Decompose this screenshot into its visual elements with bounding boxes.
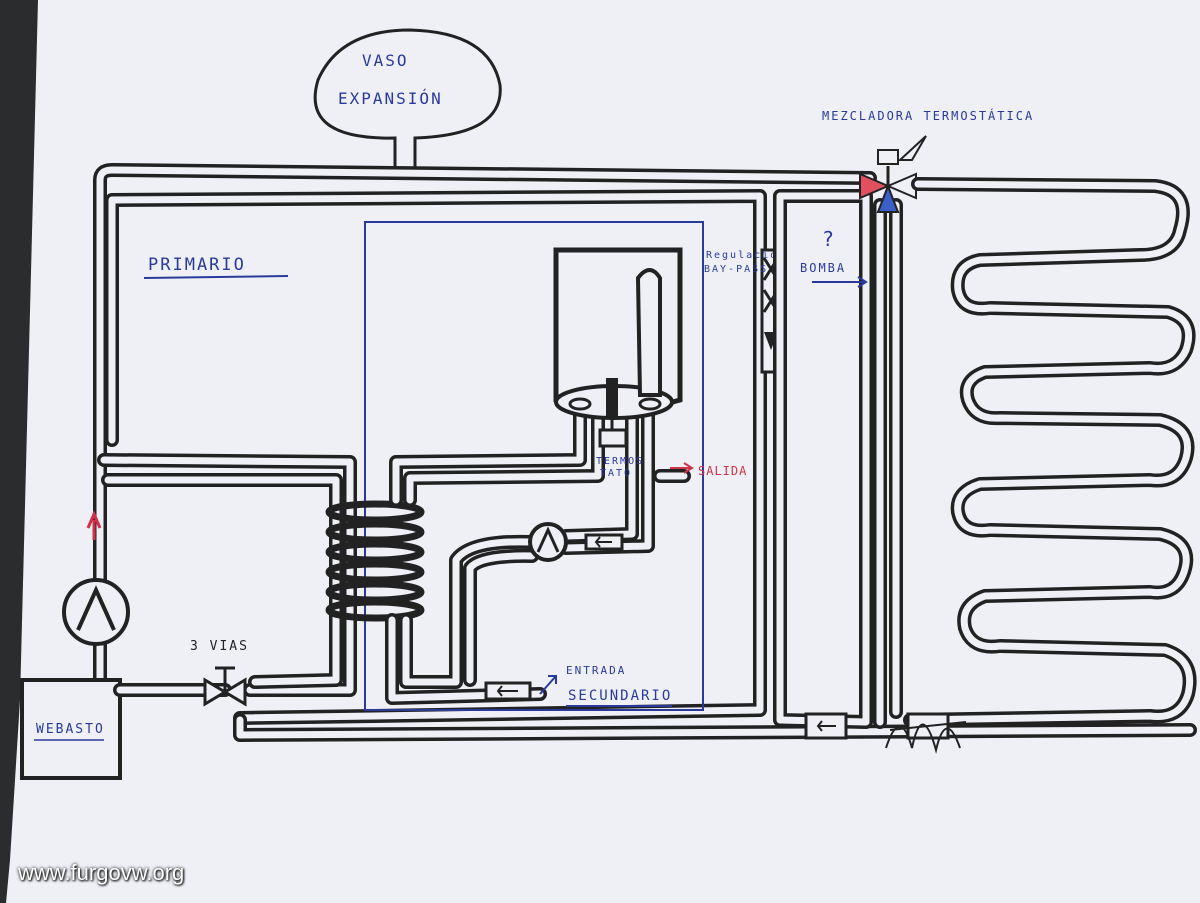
expansion-vessel: VASO EXPANSIÓN	[313, 28, 502, 170]
primario-underline	[143, 275, 289, 279]
inlet-arrow-icon	[539, 675, 557, 695]
scribbled-check-valve	[885, 712, 967, 754]
secundario-label: SECUNDARIO	[568, 688, 672, 704]
check-valve-secondary	[584, 533, 624, 551]
bomba-arrow-icon	[812, 276, 868, 288]
webasto-label: WEBASTO	[36, 722, 105, 737]
regulacion-label: Regulación	[706, 249, 786, 261]
termostato-label-1: TERMOS	[596, 456, 644, 467]
three-way-valve: 3 VIAS	[190, 639, 249, 707]
vaso-label: VASO	[362, 51, 409, 70]
water-heater-tank	[553, 247, 683, 448]
tres-vias-label: 3 VIAS	[190, 639, 249, 654]
primary-pump	[62, 510, 130, 646]
entrada-label: ENTRADA	[566, 664, 626, 677]
primario-label: PRIMARIO	[148, 255, 246, 275]
webasto-heater: WEBASTO	[20, 678, 232, 780]
expansion-label: EXPANSIÓN	[338, 89, 443, 108]
mezcladora-label: MEZCLADORA TERMOSTÁTICA	[822, 108, 1034, 123]
secondary-zone-outline	[364, 221, 704, 711]
heat-exchanger-coil	[325, 500, 425, 622]
primary-circuit	[93, 163, 1197, 742]
outlet-arrow-icon	[670, 462, 694, 474]
watermark-text: www.furgovw.org	[18, 860, 185, 885]
bypass-label: BAY-PASS	[704, 264, 768, 275]
radiator-coil	[903, 177, 1197, 727]
termostato-label-2: TATO	[600, 468, 632, 479]
flow-arrow-up-icon	[86, 510, 102, 540]
mixer-riser	[873, 198, 903, 729]
check-valve-inlet	[484, 681, 532, 701]
bomba-label: BOMBA	[800, 261, 846, 275]
salida-label: SALIDA	[698, 464, 747, 478]
question-mark: ?	[822, 227, 836, 251]
thermostatic-mixer	[859, 135, 927, 213]
secondary-pump	[528, 522, 568, 562]
